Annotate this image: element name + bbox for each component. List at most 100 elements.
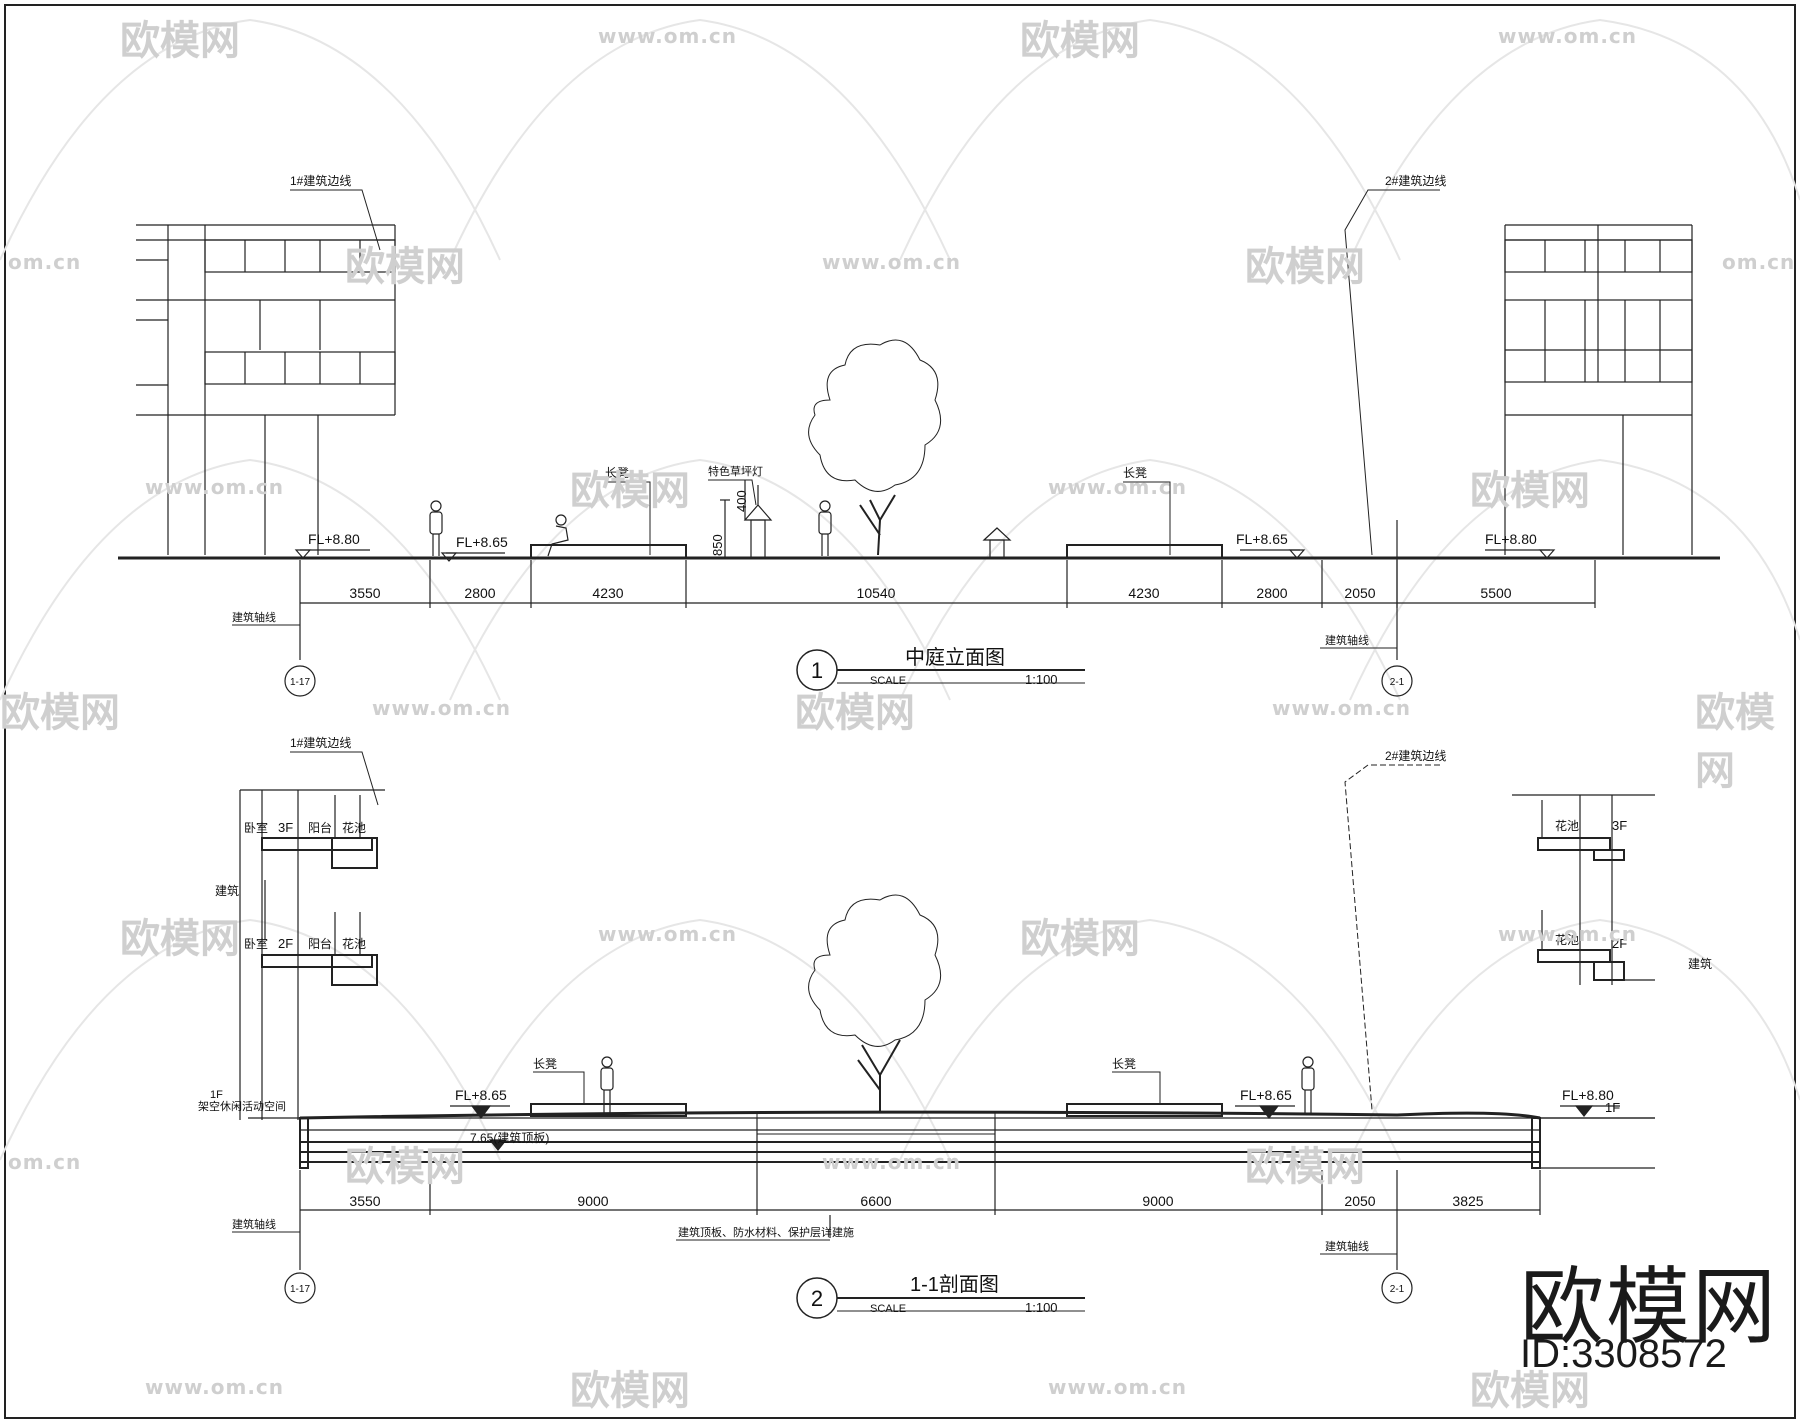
level-marks-section (450, 1105, 1620, 1151)
dimension-section: 2050 (1344, 1193, 1375, 1209)
label-bedroom-2f: 卧室 (244, 936, 268, 951)
leader-bench-left-section (533, 1071, 585, 1104)
dimension-section: 9000 (1142, 1193, 1173, 1209)
label-right-bldg-line-section: 2#建筑边线 (1385, 748, 1446, 763)
level-fl-865-left: FL+8.65 (456, 534, 508, 550)
person-figure-icon (1301, 1056, 1315, 1114)
dimension-line-elevation (299, 520, 1596, 660)
label-right-floor-3f: 3F (1612, 818, 1627, 833)
label-axis-left: 建筑轴线 (232, 610, 276, 624)
label-balcony-3f: 阳台 (308, 820, 332, 835)
level-marks-elevation (294, 549, 1556, 562)
section-bench-right (1066, 1103, 1223, 1117)
dimension-section: 9000 (577, 1193, 608, 1209)
dimension-elevation: 2800 (464, 585, 495, 601)
dimension-elevation: 10540 (857, 585, 896, 601)
axis-id-left-section: 1-17 (290, 1284, 310, 1295)
label-lantern: 特色草坪灯 (708, 464, 763, 478)
axis-bubble-2-1 (1381, 665, 1413, 697)
leader-bench-right (1123, 481, 1171, 555)
dimension-elevation: 4230 (592, 585, 623, 601)
label-slab-level: 7.65(建筑顶板) (470, 1130, 549, 1145)
label-floor-2f: 2F (278, 936, 293, 951)
leader-bench-left (605, 481, 651, 555)
garden-lantern-icon (982, 527, 1012, 559)
brand-id: ID:3308572 (1520, 1332, 1727, 1376)
left-building-elevation (136, 224, 396, 555)
leader-left-bldg-line (290, 189, 381, 251)
label-ground-1f-left: 1F (210, 1089, 223, 1101)
leader-right-bldg-line (1344, 189, 1440, 556)
label-open-space: 架空休闲活动空间 (198, 1099, 286, 1113)
leader-bench-right-section (1112, 1071, 1161, 1104)
brand-name: 欧模网 (1520, 1258, 1779, 1356)
label-axis-right-section: 建筑轴线 (1325, 1239, 1369, 1253)
leader-right-bldg-line-section (1344, 764, 1440, 1111)
left-building-section (239, 789, 385, 1120)
label-building-right: 建筑 (1688, 956, 1712, 971)
level-fl-865-right-section: FL+8.65 (1240, 1087, 1292, 1103)
label-bench-right: 长凳 (1123, 465, 1147, 480)
section-drawing (232, 751, 1655, 1319)
person-figure-icon (600, 1056, 614, 1114)
elevation-drawing (118, 189, 1720, 697)
section-title-number: 2 (811, 1286, 823, 1311)
section-scale-label: SCALE (870, 1303, 906, 1315)
dimension-elevation: 5500 (1480, 585, 1511, 601)
tree-icon (808, 894, 942, 1112)
label-dim-850: 850 (710, 534, 725, 556)
elevation-bench-right (1066, 544, 1223, 559)
watermark-arcs (0, 18, 1800, 1161)
label-note: 建筑顶板、防水材料、保护层详建施 (678, 1225, 854, 1239)
podium-slab (248, 1110, 1655, 1170)
section-scale-value: 1:100 (1025, 1300, 1058, 1315)
label-bench-left-section: 长凳 (533, 1056, 557, 1071)
section-title: 1-1剖面图 (910, 1273, 999, 1296)
person-figure-icon (818, 500, 832, 556)
axis-bubble-1-17 (284, 665, 316, 697)
axis-bubble-1-17-section (284, 1272, 316, 1304)
dimension-line-section (299, 1170, 1541, 1270)
level-fl-880-right-section: FL+8.80 (1562, 1087, 1614, 1103)
label-right-floor-2f: 2F (1612, 936, 1627, 951)
label-axis-left-section: 建筑轴线 (232, 1217, 276, 1231)
level-fl-865-right: FL+8.65 (1236, 531, 1288, 547)
section-bench-left (530, 1103, 687, 1117)
elevation-bench-left (530, 544, 687, 559)
label-right-bldg-line: 2#建筑边线 (1385, 173, 1446, 188)
dimension-section: 6600 (860, 1193, 891, 1209)
label-axis-right: 建筑轴线 (1325, 633, 1369, 647)
person-figure-icon (429, 500, 443, 556)
label-building-left: 建筑 (215, 883, 239, 898)
label-floor-3f: 3F (278, 820, 293, 835)
elevation-scale-label: SCALE (870, 675, 906, 687)
axis-id-right: 2-1 (1390, 677, 1405, 688)
lawn-lamp-icon (720, 480, 773, 559)
label-bench-right-section: 长凳 (1112, 1056, 1136, 1071)
label-bedroom-3f: 卧室 (244, 820, 268, 835)
label-planter-3f: 花池 (342, 820, 366, 835)
seated-person-icon (547, 514, 569, 557)
leader-left-bldg-line-section (290, 751, 379, 806)
elevation-title: 中庭立面图 (905, 646, 1005, 669)
drawing-frame (4, 4, 1796, 1419)
axis-id-right-section: 2-1 (1390, 1284, 1405, 1295)
dimension-elevation: 2050 (1344, 585, 1375, 601)
dimension-elevation: 2800 (1256, 585, 1287, 601)
axis-bubble-2-1-section (1381, 1272, 1413, 1304)
axis-id-left: 1-17 (290, 677, 310, 688)
level-fl-865-left-section: FL+8.65 (455, 1087, 507, 1103)
dimension-elevation: 3550 (349, 585, 380, 601)
elevation-title-number: 1 (811, 658, 823, 683)
dimension-elevation: 4230 (1128, 585, 1159, 601)
tree-icon (808, 339, 942, 556)
leader-lantern (708, 479, 757, 506)
label-right-planter-3f: 花池 (1555, 818, 1579, 833)
elevation-scale-value: 1:100 (1025, 672, 1058, 687)
label-bench-left: 长凳 (605, 465, 629, 480)
level-fl-880-right: FL+8.80 (1485, 531, 1537, 547)
label-dim-400: 400 (734, 490, 749, 512)
elevation-text: 1#建筑边线 2#建筑边线 长凳 长凳 特色草坪灯 400 850 FL+8.8… (232, 173, 1537, 688)
dimension-section: 3550 (349, 1193, 380, 1209)
